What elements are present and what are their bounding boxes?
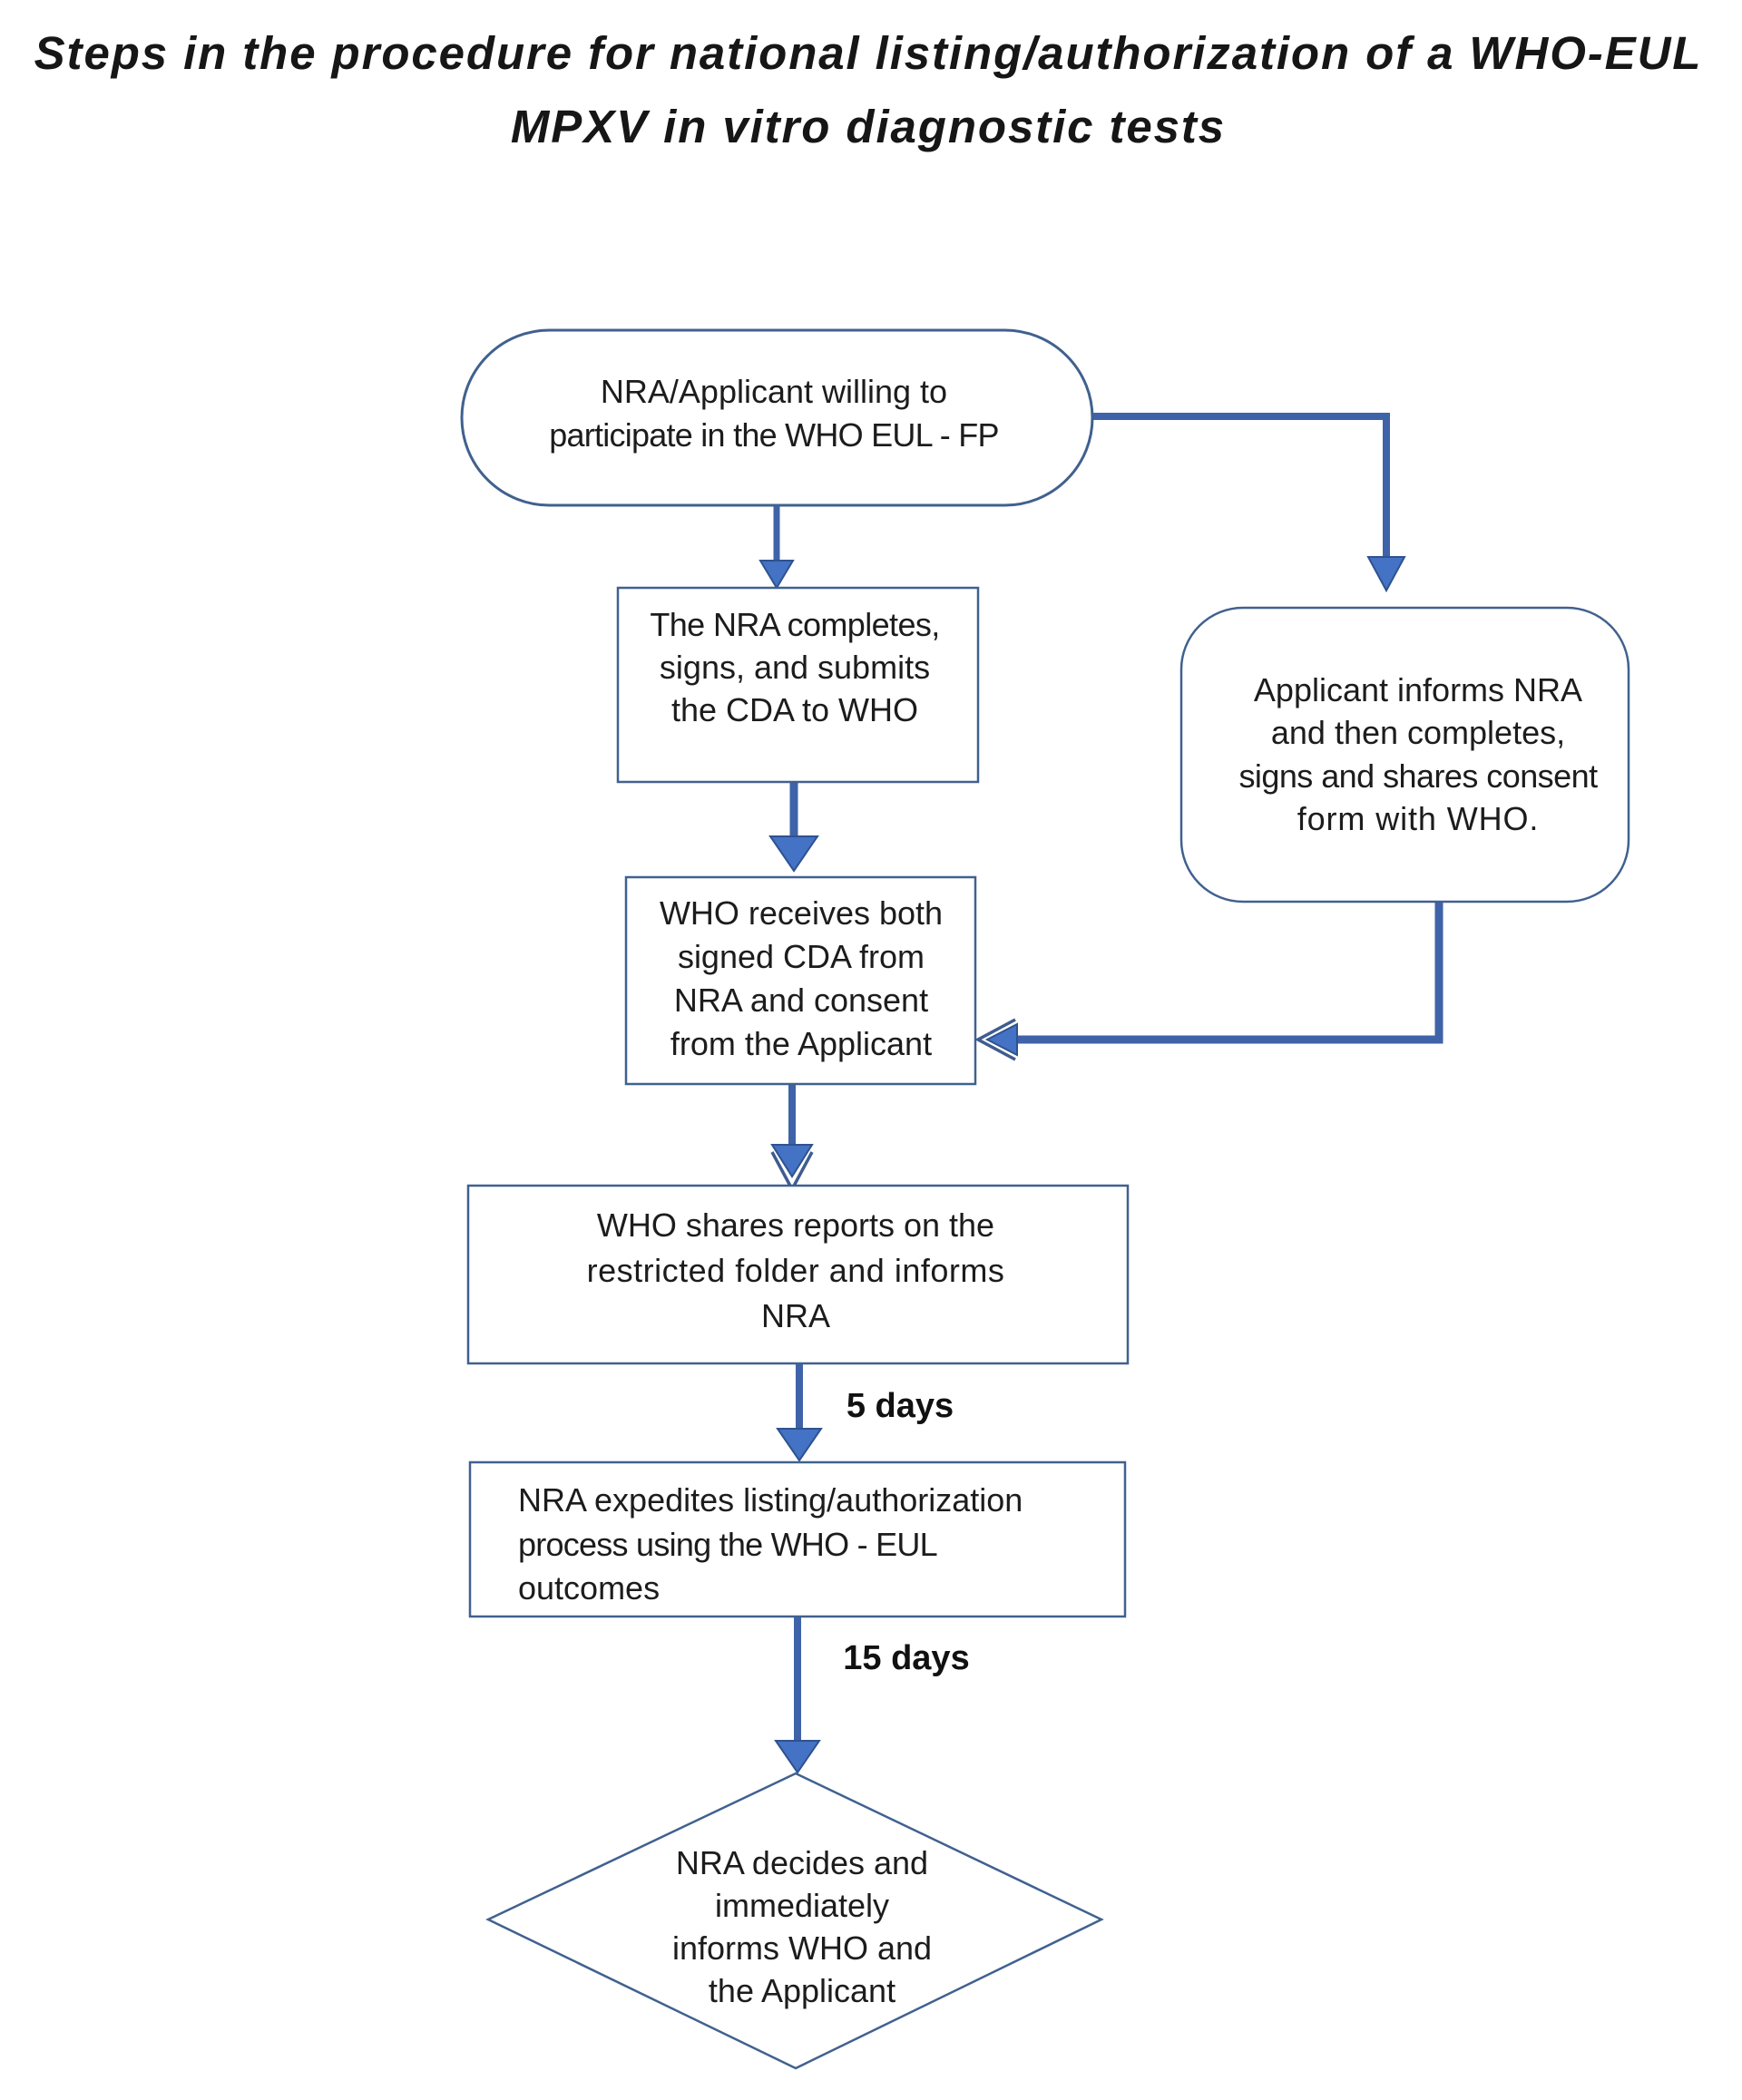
svg-text:participate in the WHO EUL - F: participate in the WHO EUL - FP [549, 416, 999, 454]
svg-text:restricted folder and informs: restricted folder and informs [587, 1252, 1005, 1289]
svg-text:NRA/Applicant willing to: NRA/Applicant willing to [601, 373, 947, 410]
svg-text:and then completes,: and then completes, [1271, 714, 1565, 751]
svg-text:process using the WHO - EUL: process using the WHO - EUL [518, 1526, 937, 1563]
svg-text:immediately: immediately [715, 1887, 889, 1924]
svg-text:signs, and submits: signs, and submits [660, 649, 930, 686]
svg-text:5 days: 5 days [847, 1387, 954, 1425]
svg-text:Steps in the procedure for nat: Steps in the procedure for national list… [34, 27, 1703, 79]
svg-text:WHO receives both: WHO receives both [660, 894, 943, 932]
svg-text:The NRA completes,: The NRA completes, [650, 606, 939, 643]
svg-text:NRA expedites listing/authoriz: NRA expedites listing/authorization [518, 1481, 1023, 1519]
svg-text:outcomes: outcomes [518, 1569, 660, 1607]
svg-text:MPXV in vitro diagnostic tests: MPXV in vitro diagnostic tests [511, 101, 1226, 152]
svg-text:the Applicant: the Applicant [709, 1972, 895, 2009]
svg-text:NRA and consent: NRA and consent [674, 982, 928, 1019]
svg-text:from the Applicant: from the Applicant [670, 1025, 932, 1062]
svg-text:15 days: 15 days [843, 1639, 969, 1677]
svg-text:signs and shares consent: signs and shares consent [1238, 757, 1598, 795]
svg-text:Applicant informs NRA: Applicant informs NRA [1254, 671, 1582, 708]
svg-text:WHO shares reports on the: WHO shares reports on the [597, 1206, 994, 1244]
svg-text:NRA: NRA [761, 1297, 830, 1334]
svg-text:form with WHO.: form with WHO. [1297, 800, 1540, 837]
svg-text:signed CDA from: signed CDA from [678, 938, 925, 975]
svg-text:NRA decides and: NRA decides and [676, 1844, 928, 1881]
svg-text:informs WHO and: informs WHO and [672, 1929, 932, 1967]
svg-text:the CDA to WHO: the CDA to WHO [671, 691, 918, 728]
